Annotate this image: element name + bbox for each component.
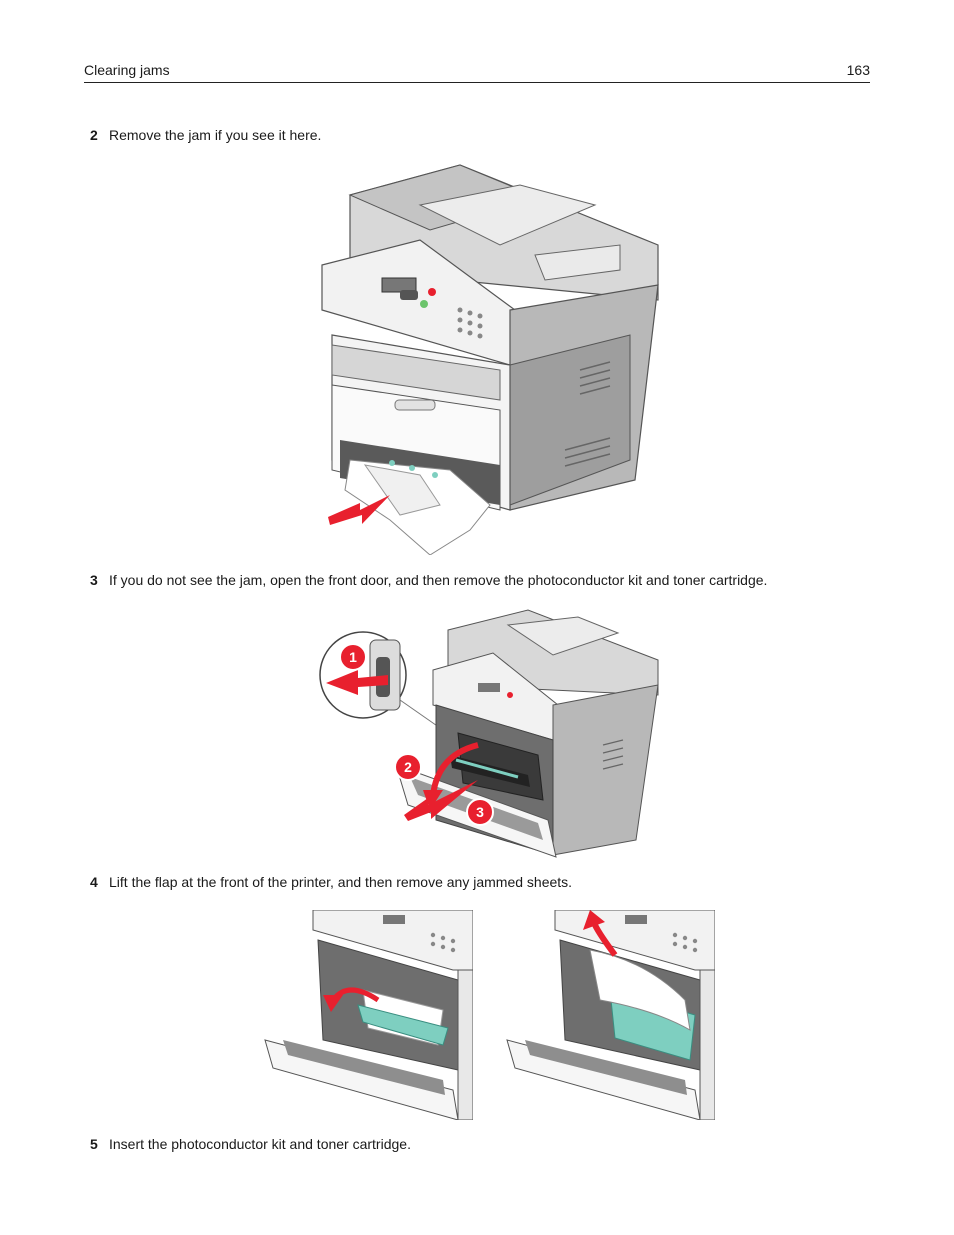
open-door-illustration: 1 2 3 xyxy=(318,605,663,860)
step-2: 2 Remove the jam if you see it here. xyxy=(90,127,321,143)
step-number: 3 xyxy=(90,572,98,588)
page-number: 163 xyxy=(846,62,870,78)
step-number: 2 xyxy=(90,127,98,143)
lift-flap-illustration xyxy=(263,910,473,1120)
step-3: 3 If you do not see the jam, open the fro… xyxy=(90,572,767,588)
callout-3: 3 xyxy=(476,804,484,820)
step-text: If you do not see the jam, open the fron… xyxy=(109,572,768,588)
step-4: 4 Lift the flap at the front of the print… xyxy=(90,874,572,890)
section-title: Clearing jams xyxy=(84,62,170,78)
remove-sheets-illustration xyxy=(505,910,715,1120)
step-text: Remove the jam if you see it here. xyxy=(109,127,322,143)
printer-jam-illustration xyxy=(320,160,660,555)
step-text: Lift the flap at the front of the printe… xyxy=(109,874,573,890)
page-header: Clearing jams 163 xyxy=(84,60,870,83)
step-number: 4 xyxy=(90,874,98,890)
step-text: Insert the photoconductor kit and toner … xyxy=(109,1136,411,1152)
step-number: 5 xyxy=(90,1136,98,1152)
callout-2: 2 xyxy=(404,759,412,775)
callout-1: 1 xyxy=(349,649,357,665)
step-5: 5 Insert the photoconductor kit and toner… xyxy=(90,1136,411,1152)
